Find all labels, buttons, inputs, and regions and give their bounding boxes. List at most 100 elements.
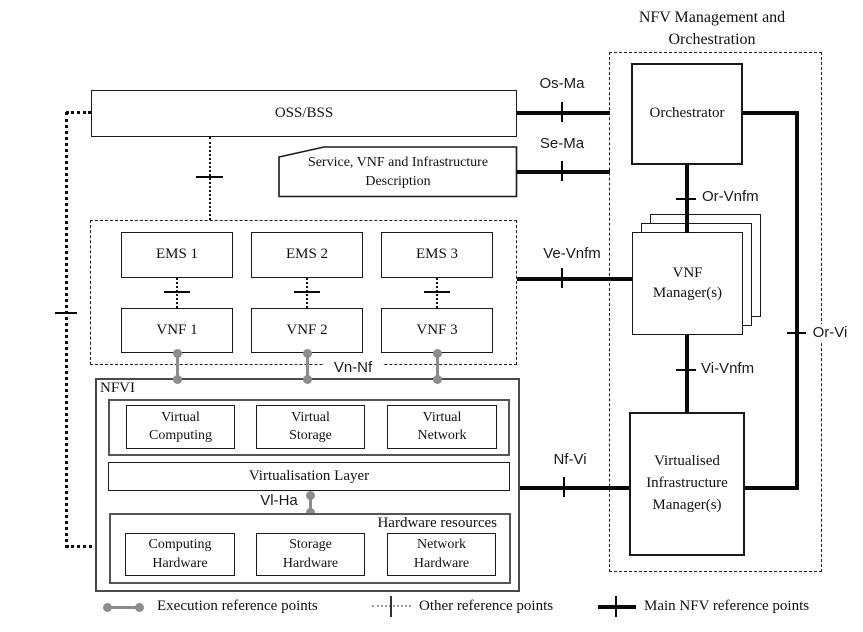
nfvi-label: NFVI [100,380,136,396]
ems3-vnf3-dotted-connector [436,278,438,308]
os-ma-line [517,111,610,115]
network-hardware-line1: Network [417,537,466,553]
ems2-box: EMS 2 [251,232,363,278]
vim-box: Virtualised Infrastructure Manager(s) [629,412,745,556]
or-vi-tick [787,332,807,334]
storage-hardware-line2: Hardware [282,555,339,571]
vnf3-exec-dot-bottom [432,374,442,384]
vnf3-box: VNF 3 [381,308,493,353]
oss-bss-label: OSS/BSS [274,104,334,121]
nf-vi-tick [563,477,565,497]
vnf2-exec-dot-bottom [302,374,312,384]
ems1-vnf1-tick [164,291,190,293]
legend-other-tick [390,596,392,617]
rail-tick [55,312,77,314]
vlha-exec-dot-top [305,490,315,500]
vi-vnfm-tick [676,369,696,371]
computing-hardware-line1: Computing [148,537,212,553]
mano-dashed-container [609,52,822,572]
vnf-manager-line1: VNF [672,264,703,281]
rail-vertical-segment [65,112,68,548]
virtual-storage-line2: Storage [289,428,332,443]
virtual-network-line2: Network [417,428,467,443]
vnf3-nfvi-exec-connector [435,352,439,379]
vlha-exec-connector [308,493,312,513]
or-vnfm-label: Or-Vnfm [702,188,759,205]
description-line1: Service, VNF and Infrastructure [307,154,489,170]
description-box-shape [278,146,518,198]
description-line2: Description [365,173,431,189]
legend-other-label: Other reference points [419,598,554,614]
ems1-box: EMS 1 [121,232,233,278]
virtual-computing-box: Virtual Computing [126,405,235,449]
vim-line1: Virtualised [654,453,720,470]
ems2-vnf2-dotted-connector [306,278,308,308]
legend-main-label: Main NFV reference points [644,598,810,614]
computing-hardware-line2: Hardware [152,555,208,571]
vnf-manager-line2: Manager(s) [652,284,723,301]
vnf2-label: VNF 2 [286,321,328,338]
vnf2-nfvi-exec-connector [305,352,309,379]
or-vi-label: Or-Vi [806,324,854,343]
virtual-network-line1: Virtual [422,409,462,425]
vnf3-label: VNF 3 [416,321,458,338]
or-vi-line-top [743,111,799,115]
vnf1-exec-dot-top [172,348,182,358]
rail-top-segment [66,111,91,114]
vi-vnfm-line [685,335,689,412]
virtualisation-layer-box: Virtualisation Layer [108,462,510,491]
storage-hardware-box: Storage Hardware [256,533,365,576]
mano-title-line2: Orchestration [668,30,756,48]
ve-vnfm-tick [561,268,563,288]
vi-vnfm-label: Vi-Vnfm [701,360,755,377]
nf-vi-label: Nf-Vi [553,451,587,468]
vnf1-exec-dot-bottom [172,374,182,384]
virtual-storage-line1: Virtual [291,409,330,425]
vnf1-nfvi-exec-connector [175,352,179,379]
vim-line2: Infrastructure [646,475,728,492]
vlha-exec-dot-bottom [305,507,315,517]
network-hardware-box: Network Hardware [387,533,496,576]
vnf2-exec-dot-top [302,348,312,358]
vim-line3: Manager(s) [652,496,722,513]
legend-main-line [598,605,636,609]
computing-hardware-box: Computing Hardware [125,533,235,576]
oss-bss-box: OSS/BSS [91,90,517,137]
os-ma-label: Os-Ma [539,75,585,92]
os-ma-tick [561,102,563,122]
vl-ha-label: Vl-Ha [260,492,298,509]
orchestrator-label: Orchestrator [649,105,725,122]
vnf-manager-box: VNF Manager(s) [632,232,743,335]
rail-bottom-segment [66,545,109,548]
nf-vi-line [520,486,629,490]
ems3-label: EMS 3 [415,246,459,263]
ems1-label: EMS 1 [155,246,199,263]
se-ma-label: Se-Ma [539,135,585,152]
virtual-network-box: Virtual Network [387,405,497,449]
oss-ems-tick [196,176,223,178]
legend-execution-line [107,606,139,609]
storage-hardware-line1: Storage [289,537,332,553]
vn-nf-label: Vn-Nf [324,359,382,378]
orchestrator-box: Orchestrator [631,63,743,165]
ems3-vnf3-tick [424,291,450,293]
or-vi-line-bottom [745,486,797,490]
ems2-vnf2-tick [294,291,320,293]
legend-execution-dot-left [102,603,112,612]
virtual-computing-line2: Computing [148,428,212,443]
ve-vnfm-label: Ve-Vnfm [536,245,608,264]
ems2-label: EMS 2 [285,246,329,263]
virtualisation-layer-label: Virtualisation Layer [248,467,370,484]
legend-main-tick [615,596,617,617]
ems-vnf-dashed-container [90,220,517,365]
ve-vnfm-line [517,277,632,281]
or-vi-line-vertical [795,111,799,490]
description-box-text: Service, VNF and Infrastructure Descript… [278,150,518,195]
virtual-storage-box: Virtual Storage [256,405,365,449]
or-vnfm-tick [676,198,696,200]
vnf2-box: VNF 2 [251,308,363,353]
ems3-box: EMS 3 [381,232,493,278]
hardware-resources-label: Hardware resources [377,515,497,531]
vnf3-exec-dot-top [432,348,442,358]
